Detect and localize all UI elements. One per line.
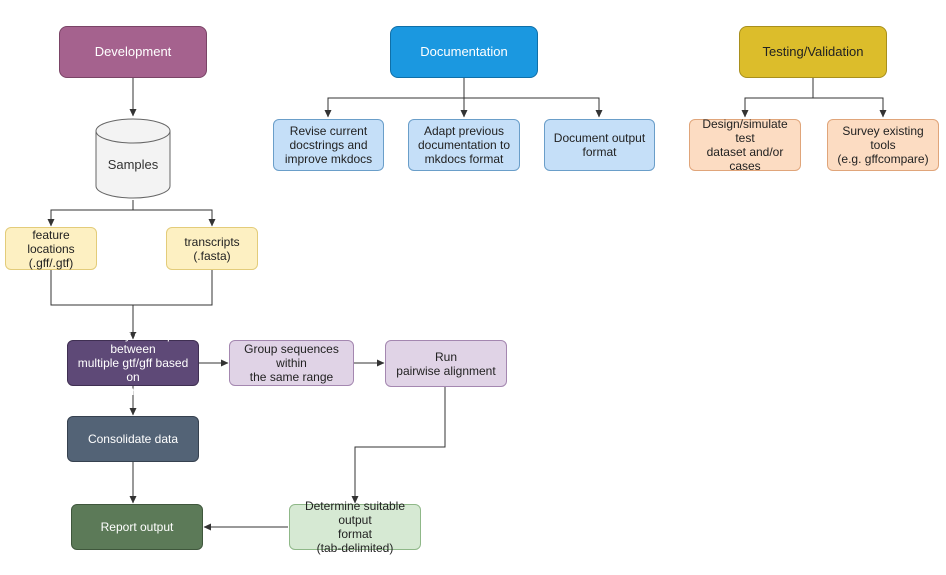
determine-output-format-box[interactable]: Determine suitable output format (tab-de… (289, 499, 421, 555)
document-output-format-box[interactable]: Document output format (544, 119, 655, 171)
report-output-box[interactable]: Report output (71, 504, 203, 550)
edge-transcripts-overlap (133, 270, 213, 306)
samples-cylinder (95, 118, 171, 199)
survey-existing-tools-box[interactable]: Survey existing tools (e.g. gffcompare) (827, 119, 939, 171)
development-header[interactable]: Development (59, 26, 207, 78)
documentation-header[interactable]: Documentation (390, 26, 538, 78)
edge-run-determine (351, 387, 446, 504)
design-test-dataset-box[interactable]: Design/simulate test dataset and/or case… (689, 117, 801, 173)
edge-features-overlap (50, 270, 137, 340)
feature-locations-box[interactable]: feature locations (.gff/.gtf) (5, 227, 97, 270)
edge-documentation-document (464, 97, 603, 118)
edge-samples-transcripts (132, 200, 216, 227)
revise-docstrings-box[interactable]: Revise current docstrings and improve mk… (273, 119, 384, 171)
adapt-documentation-box[interactable]: Adapt previous documentation to mkdocs f… (408, 119, 520, 171)
edge-testing-design (741, 78, 814, 118)
testing-validation-header[interactable]: Testing/Validation (739, 26, 887, 78)
transcripts-box[interactable]: transcripts (.fasta) (166, 227, 258, 270)
edge-samples-features (47, 200, 134, 227)
run-pairwise-alignment-box[interactable]: Run pairwise alignment (385, 340, 507, 387)
group-sequences-box[interactable]: Group sequences within the same range (229, 340, 354, 386)
consolidate-data-box[interactable]: Consolidate data (67, 416, 199, 462)
edge-testing-survey (813, 97, 887, 118)
identify-overlap-box[interactable]: Identify overlap between multiple gtf/gf… (67, 328, 199, 398)
edge-documentation-revise (324, 78, 465, 118)
samples-label: Samples (107, 156, 159, 172)
